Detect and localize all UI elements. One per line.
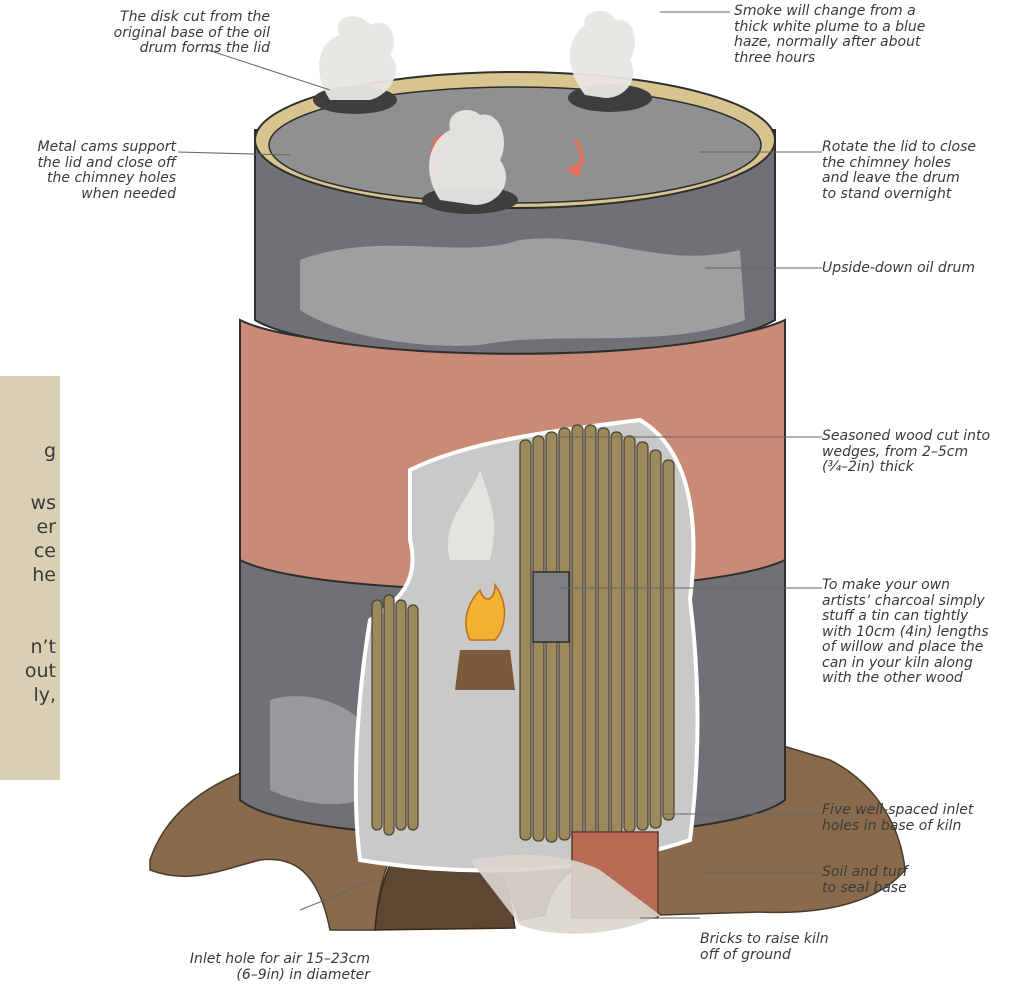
label-artists-charcoal: To make your own artists’ charcoal simpl… (822, 578, 1024, 687)
label-soil-turf: Soil and turf to seal base (822, 865, 1022, 896)
sidebar-text-fragment: g (44, 440, 56, 462)
sidebar-text-fragment: er (36, 516, 56, 538)
label-metal-cams: Metal cams support the lid and close off… (0, 140, 176, 202)
sidebar-text-fragment: ws (31, 492, 56, 514)
label-seasoned-wood: Seasoned wood cut into wedges, from 2–5c… (822, 429, 1024, 476)
sidebar-text-fragment: he (32, 564, 56, 586)
drum-highlight (270, 696, 360, 804)
label-air-inlet: Inlet hole for air 15–23cm (6–9in) in di… (110, 952, 370, 983)
label-bricks: Bricks to raise kiln off of ground (700, 932, 900, 963)
sidebar-text-fragment: ly, (33, 684, 56, 706)
kindling-pile (455, 650, 515, 690)
tin-can (533, 572, 569, 642)
smoke-plume (570, 11, 635, 98)
label-inlet-holes: Five well-spaced inlet holes in base of … (822, 803, 1022, 834)
label-lid: The disk cut from the original base of t… (60, 10, 270, 57)
sidebar-panel: g ws er ce he n’t out ly, (0, 376, 60, 780)
label-oil-drum: Upside-down oil drum (822, 261, 1022, 277)
label-smoke: Smoke will change from a thick white plu… (734, 4, 984, 66)
sidebar-text-fragment: n’t (30, 636, 56, 658)
sidebar-text-fragment: ce (34, 540, 56, 562)
smoke-plume (319, 16, 396, 100)
sidebar-text-fragment: out (25, 660, 56, 682)
label-rotate-lid: Rotate the lid to close the chimney hole… (822, 140, 1022, 202)
